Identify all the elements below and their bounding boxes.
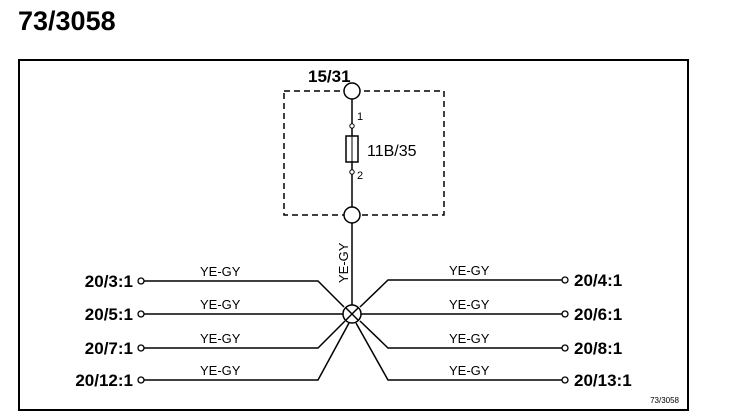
diagram-frame: [18, 59, 689, 411]
wire-color-label: YE-GY: [449, 297, 490, 312]
fuse-pin-top: [349, 123, 355, 129]
connector-bottom-node: [343, 206, 361, 224]
terminal-right-4: [561, 376, 569, 384]
wire-right-1: [359, 279, 563, 308]
splice-cross: [345, 307, 359, 321]
connector-top-label: 15/31: [308, 67, 351, 86]
vertical-wire-label: YE-GY: [336, 242, 351, 283]
wire-color-label: YE-GY: [200, 363, 241, 378]
wire-color-label: YE-GY: [200, 331, 241, 346]
wire-color-label: YE-GY: [200, 297, 241, 312]
reference-code: 73/3058: [650, 396, 679, 405]
wire-color-label: YE-GY: [449, 263, 490, 278]
wire-right-3: [359, 320, 563, 349]
terminal-left-4: [137, 376, 145, 384]
wire-color-label: YE-GY: [449, 363, 490, 378]
wire-left-1: [143, 280, 345, 308]
fuse-pin-bottom-label: 2: [357, 170, 363, 182]
fuse-label: 11B/35: [367, 143, 417, 160]
wire-left-3: [143, 320, 346, 349]
terminal-left-label: 20/12:1: [75, 371, 133, 390]
terminal-right-label: 20/8:1: [574, 339, 622, 358]
terminal-right-label: 20/6:1: [574, 305, 622, 324]
wire-color-label: YE-GY: [449, 331, 490, 346]
terminal-left-2: [137, 310, 145, 318]
terminal-right-3: [561, 344, 569, 352]
wire-left-4: [143, 322, 350, 381]
terminal-right-label: 20/13:1: [574, 371, 632, 390]
terminal-left-label: 20/7:1: [85, 339, 133, 358]
wire-right-4: [355, 322, 563, 381]
fuse-pin-bottom: [349, 169, 355, 175]
terminal-left-label: 20/3:1: [85, 272, 133, 291]
terminal-right-2: [561, 310, 569, 318]
terminal-left-1: [137, 277, 145, 285]
diagram-title: 73/3058: [18, 6, 116, 36]
fuse-pin-top-label: 1: [357, 111, 363, 123]
wire-color-label: YE-GY: [200, 264, 241, 279]
terminal-left-3: [137, 344, 145, 352]
module-boundary: [283, 90, 445, 216]
terminal-left-label: 20/5:1: [85, 305, 133, 324]
terminal-right-1: [561, 276, 569, 284]
terminal-right-label: 20/4:1: [574, 271, 622, 290]
